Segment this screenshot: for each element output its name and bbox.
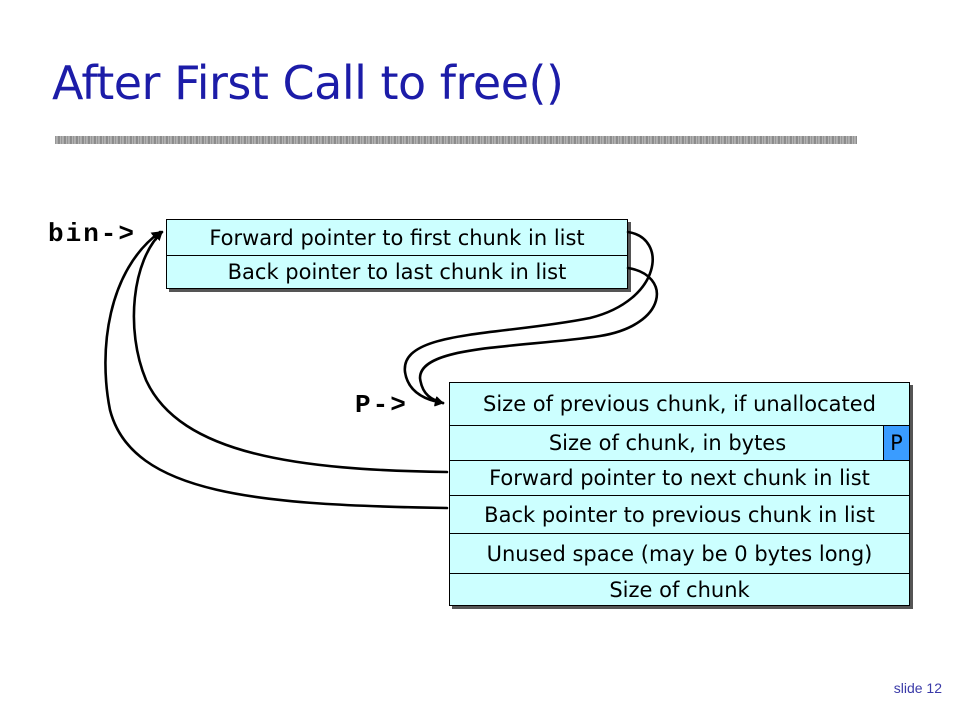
prev-size-field: Size of previous chunk, if unallocated — [483, 392, 876, 416]
bin-structure: Forward pointer to first chunk in list B… — [166, 219, 628, 289]
prev-inuse-flag: P — [883, 425, 909, 460]
bin-back-arrow — [418, 266, 658, 406]
unused-space-field: Unused space (may be 0 bytes long) — [450, 533, 909, 573]
chunk-back-arrow — [104, 230, 449, 510]
back-pointer-field: Back pointer to previous chunk in list — [450, 495, 909, 533]
bin-forward-pointer-field: Forward pointer to first chunk in list — [209, 225, 585, 250]
free-chunk-structure: Size of previous chunk, if unallocated S… — [449, 382, 910, 606]
forward-pointer-field: Forward pointer to next chunk in list — [450, 460, 909, 495]
chunk-size-field: Size of chunk, in bytes — [450, 425, 909, 460]
bin-forward-arrow — [403, 230, 654, 407]
bin-pointer-label: bin-> — [48, 219, 137, 249]
p-pointer-label: P-> — [355, 390, 408, 420]
slide-title: After First Call to free() — [52, 56, 564, 110]
chunk-forward-arrow — [132, 230, 449, 474]
title-divider — [55, 136, 857, 144]
slide-number: slide 12 — [893, 680, 942, 696]
bin-back-pointer-field: Back pointer to last chunk in list — [167, 255, 627, 288]
size-trailer-field: Size of chunk — [450, 573, 909, 605]
